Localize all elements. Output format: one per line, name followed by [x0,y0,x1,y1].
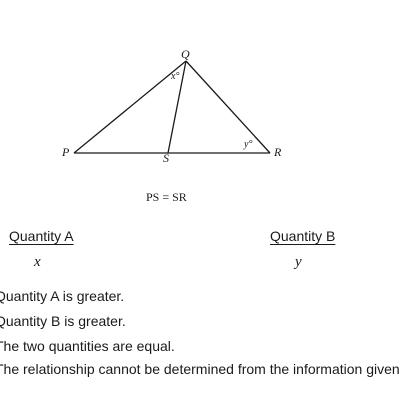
triangle-figure: Q P S R x° y° PS = SR [61,47,282,204]
side-pq [73,60,187,154]
quantity-b-header: Quantity B [270,228,336,244]
answer-option-c[interactable]: The two quantities are equal. [0,338,175,354]
quantity-a-value: x [34,254,41,270]
angle-label-y: y° [243,139,252,150]
side-qr [185,60,271,154]
triangle-pqr [73,60,271,154]
quantity-a-header: Quantity A [9,228,74,244]
segment-qs [167,60,187,154]
point-label-s: S [163,151,169,165]
point-label-r: R [273,145,282,159]
answer-option-d[interactable]: The relationship cannot be determined fr… [0,361,400,377]
angle-label-x: x° [170,71,179,82]
point-label-q: Q [181,47,190,61]
given-statement: PS = SR [146,190,187,204]
point-label-p: P [61,145,70,159]
answer-option-b[interactable]: Quantity B is greater. [0,313,126,329]
answer-option-a[interactable]: Quantity A is greater. [0,288,125,304]
quantity-b-value: y [295,254,302,270]
